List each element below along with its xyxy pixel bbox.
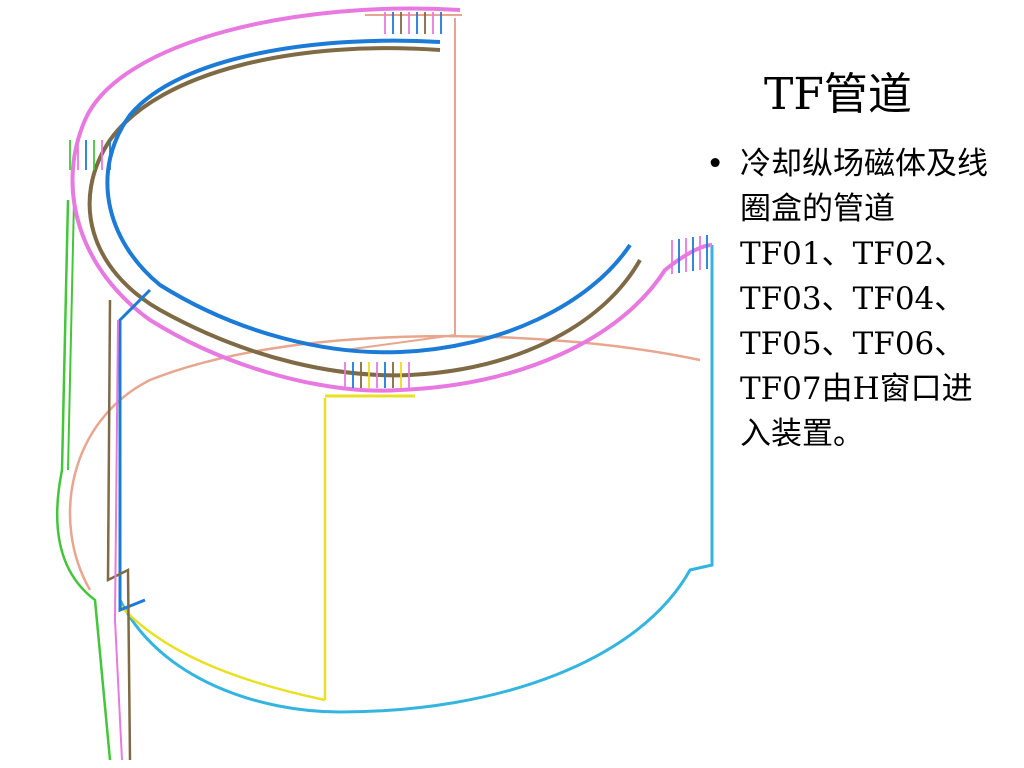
green-left-pipe-2: [67, 199, 75, 471]
bullet-marker: •: [706, 146, 725, 182]
left-header-comb: [69, 140, 111, 170]
bullet-text: 冷却纵场磁体及线圈盒的管道TF01、TF02、TF03、TF04、TF05、TF…: [740, 146, 988, 452]
right-header-comb: [671, 235, 708, 274]
cyan-cylinder-bottom: [118, 245, 714, 714]
blue-inner-ring: [105, 38, 632, 355]
bullet-item: • 冷却纵场磁体及线圈盒的管道TF01、TF02、TF03、TF04、TF05、…: [706, 142, 996, 457]
green-left-pipe: [55, 199, 112, 761]
brown-vertical-pipe: [106, 299, 132, 761]
brown-ring: [87, 46, 642, 378]
bullet-list: • 冷却纵场磁体及线圈盒的管道TF01、TF02、TF03、TF04、TF05、…: [706, 142, 996, 457]
pink-vertical-pipe: [113, 319, 123, 761]
mid-header-comb: [344, 362, 410, 388]
yellow-lower-arc: [119, 604, 326, 702]
blue-vertical-pipe: [118, 288, 152, 613]
salmon-lower-ring: [68, 334, 701, 591]
top-header-comb: [384, 12, 442, 34]
salmon-riser: [344, 18, 456, 351]
slide-title: TF管道: [764, 69, 912, 120]
tf-pipe-diagram: [55, 6, 714, 761]
pink-outer-ring: [70, 6, 713, 393]
